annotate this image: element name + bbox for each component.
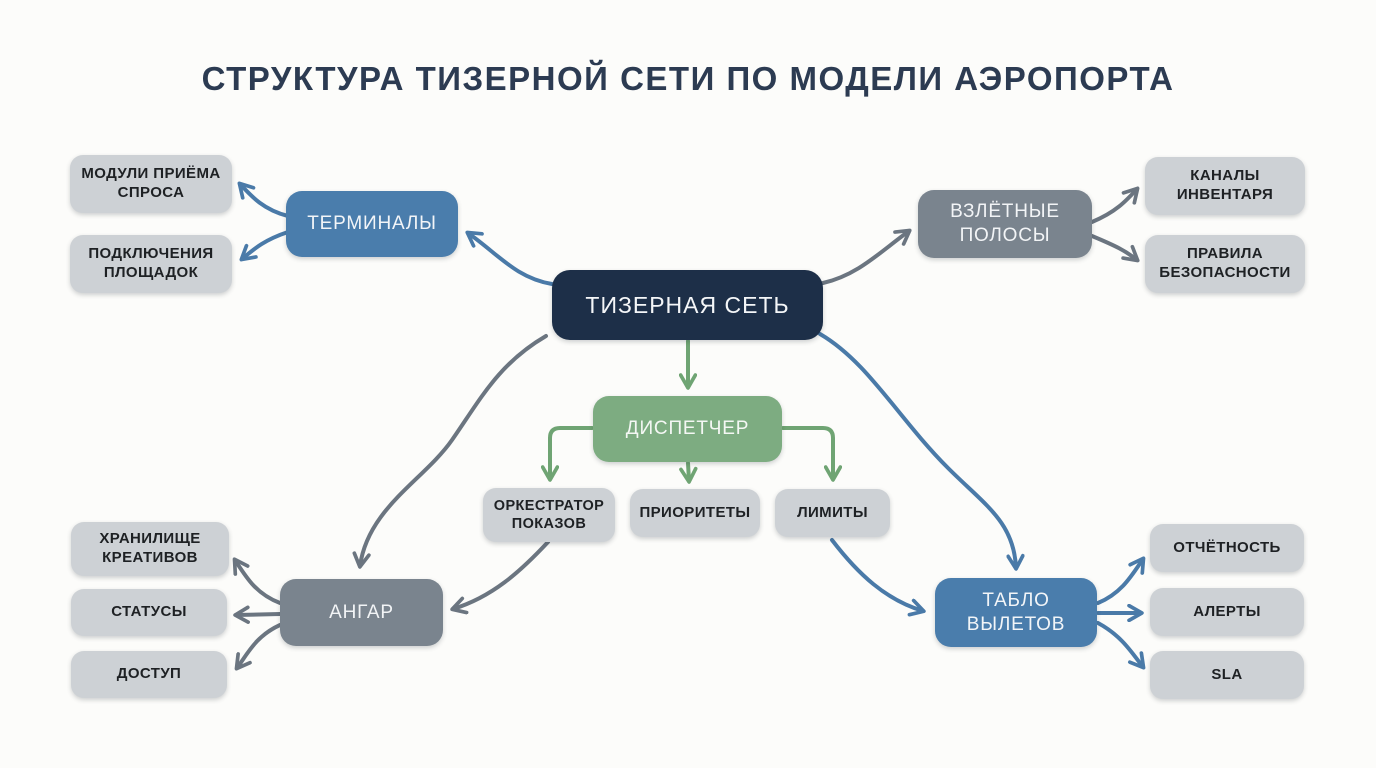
node-departure-board: ТАБЛО ВЫЛЕТОВ <box>935 578 1097 647</box>
edge-hangar-access <box>234 623 282 671</box>
edge-runways-safety-rules <box>1090 234 1140 263</box>
node-runways: ВЗЛЁТНЫЕ ПОЛОСЫ <box>918 190 1092 258</box>
node-alerts: АЛЕРТЫ <box>1150 588 1304 636</box>
node-creative-storage: ХРАНИЛИЩЕ КРЕАТИВОВ <box>71 522 229 576</box>
node-priorities: ПРИОРИТЕТЫ <box>630 489 760 537</box>
edge-terminals-demand-modules <box>237 181 290 218</box>
edge-central-departure-board <box>818 332 1025 571</box>
node-impression-orchestrator: ОРКЕСТРАТОР ПОКАЗОВ <box>483 488 615 542</box>
edge-board-reporting <box>1096 556 1146 605</box>
node-site-connections: ПОДКЛЮЧЕНИЯ ПЛОЩАДОК <box>70 235 232 293</box>
node-hangar: АНГАР <box>280 579 443 646</box>
node-statuses: СТАТУСЫ <box>71 589 227 636</box>
edge-runways-inventory-channels <box>1090 186 1140 224</box>
node-safety-rules: ПРАВИЛА БЕЗОПАСНОСТИ <box>1145 235 1305 293</box>
edge-orchestrator-hangar <box>450 540 550 615</box>
edge-central-terminals <box>465 230 554 286</box>
edge-dispatcher-limits <box>781 426 843 482</box>
page-title: СТРУКТУРА ТИЗЕРНОЙ СЕТИ ПО МОДЕЛИ АЭРОПО… <box>201 60 1175 97</box>
edge-limits-departure-board <box>830 538 926 617</box>
edge-hangar-statuses <box>233 605 282 624</box>
edge-dispatcher-orchestrator <box>540 426 594 482</box>
node-access: ДОСТУП <box>71 651 227 698</box>
edge-board-sla <box>1096 621 1146 670</box>
node-dispatcher: ДИСПЕТЧЕР <box>593 396 782 462</box>
edge-central-hangar <box>352 334 548 569</box>
edge-dispatcher-priorities <box>679 461 698 484</box>
edge-terminals-site-connections <box>239 230 290 262</box>
edge-central-runways <box>821 228 912 285</box>
node-limits: ЛИМИТЫ <box>775 489 890 537</box>
node-inventory-channels: КАНАЛЫ ИНВЕНТАРЯ <box>1145 157 1305 215</box>
node-teaser-network: ТИЗЕРНАЯ СЕТЬ <box>552 270 823 340</box>
edge-hangar-creative-storage <box>232 557 282 605</box>
node-sla: SLA <box>1150 651 1304 699</box>
node-terminals: ТЕРМИНАЛЫ <box>286 191 458 257</box>
node-demand-modules: МОДУЛИ ПРИЁМА СПРОСА <box>70 155 232 213</box>
node-reporting: ОТЧЁТНОСТЬ <box>1150 524 1304 572</box>
